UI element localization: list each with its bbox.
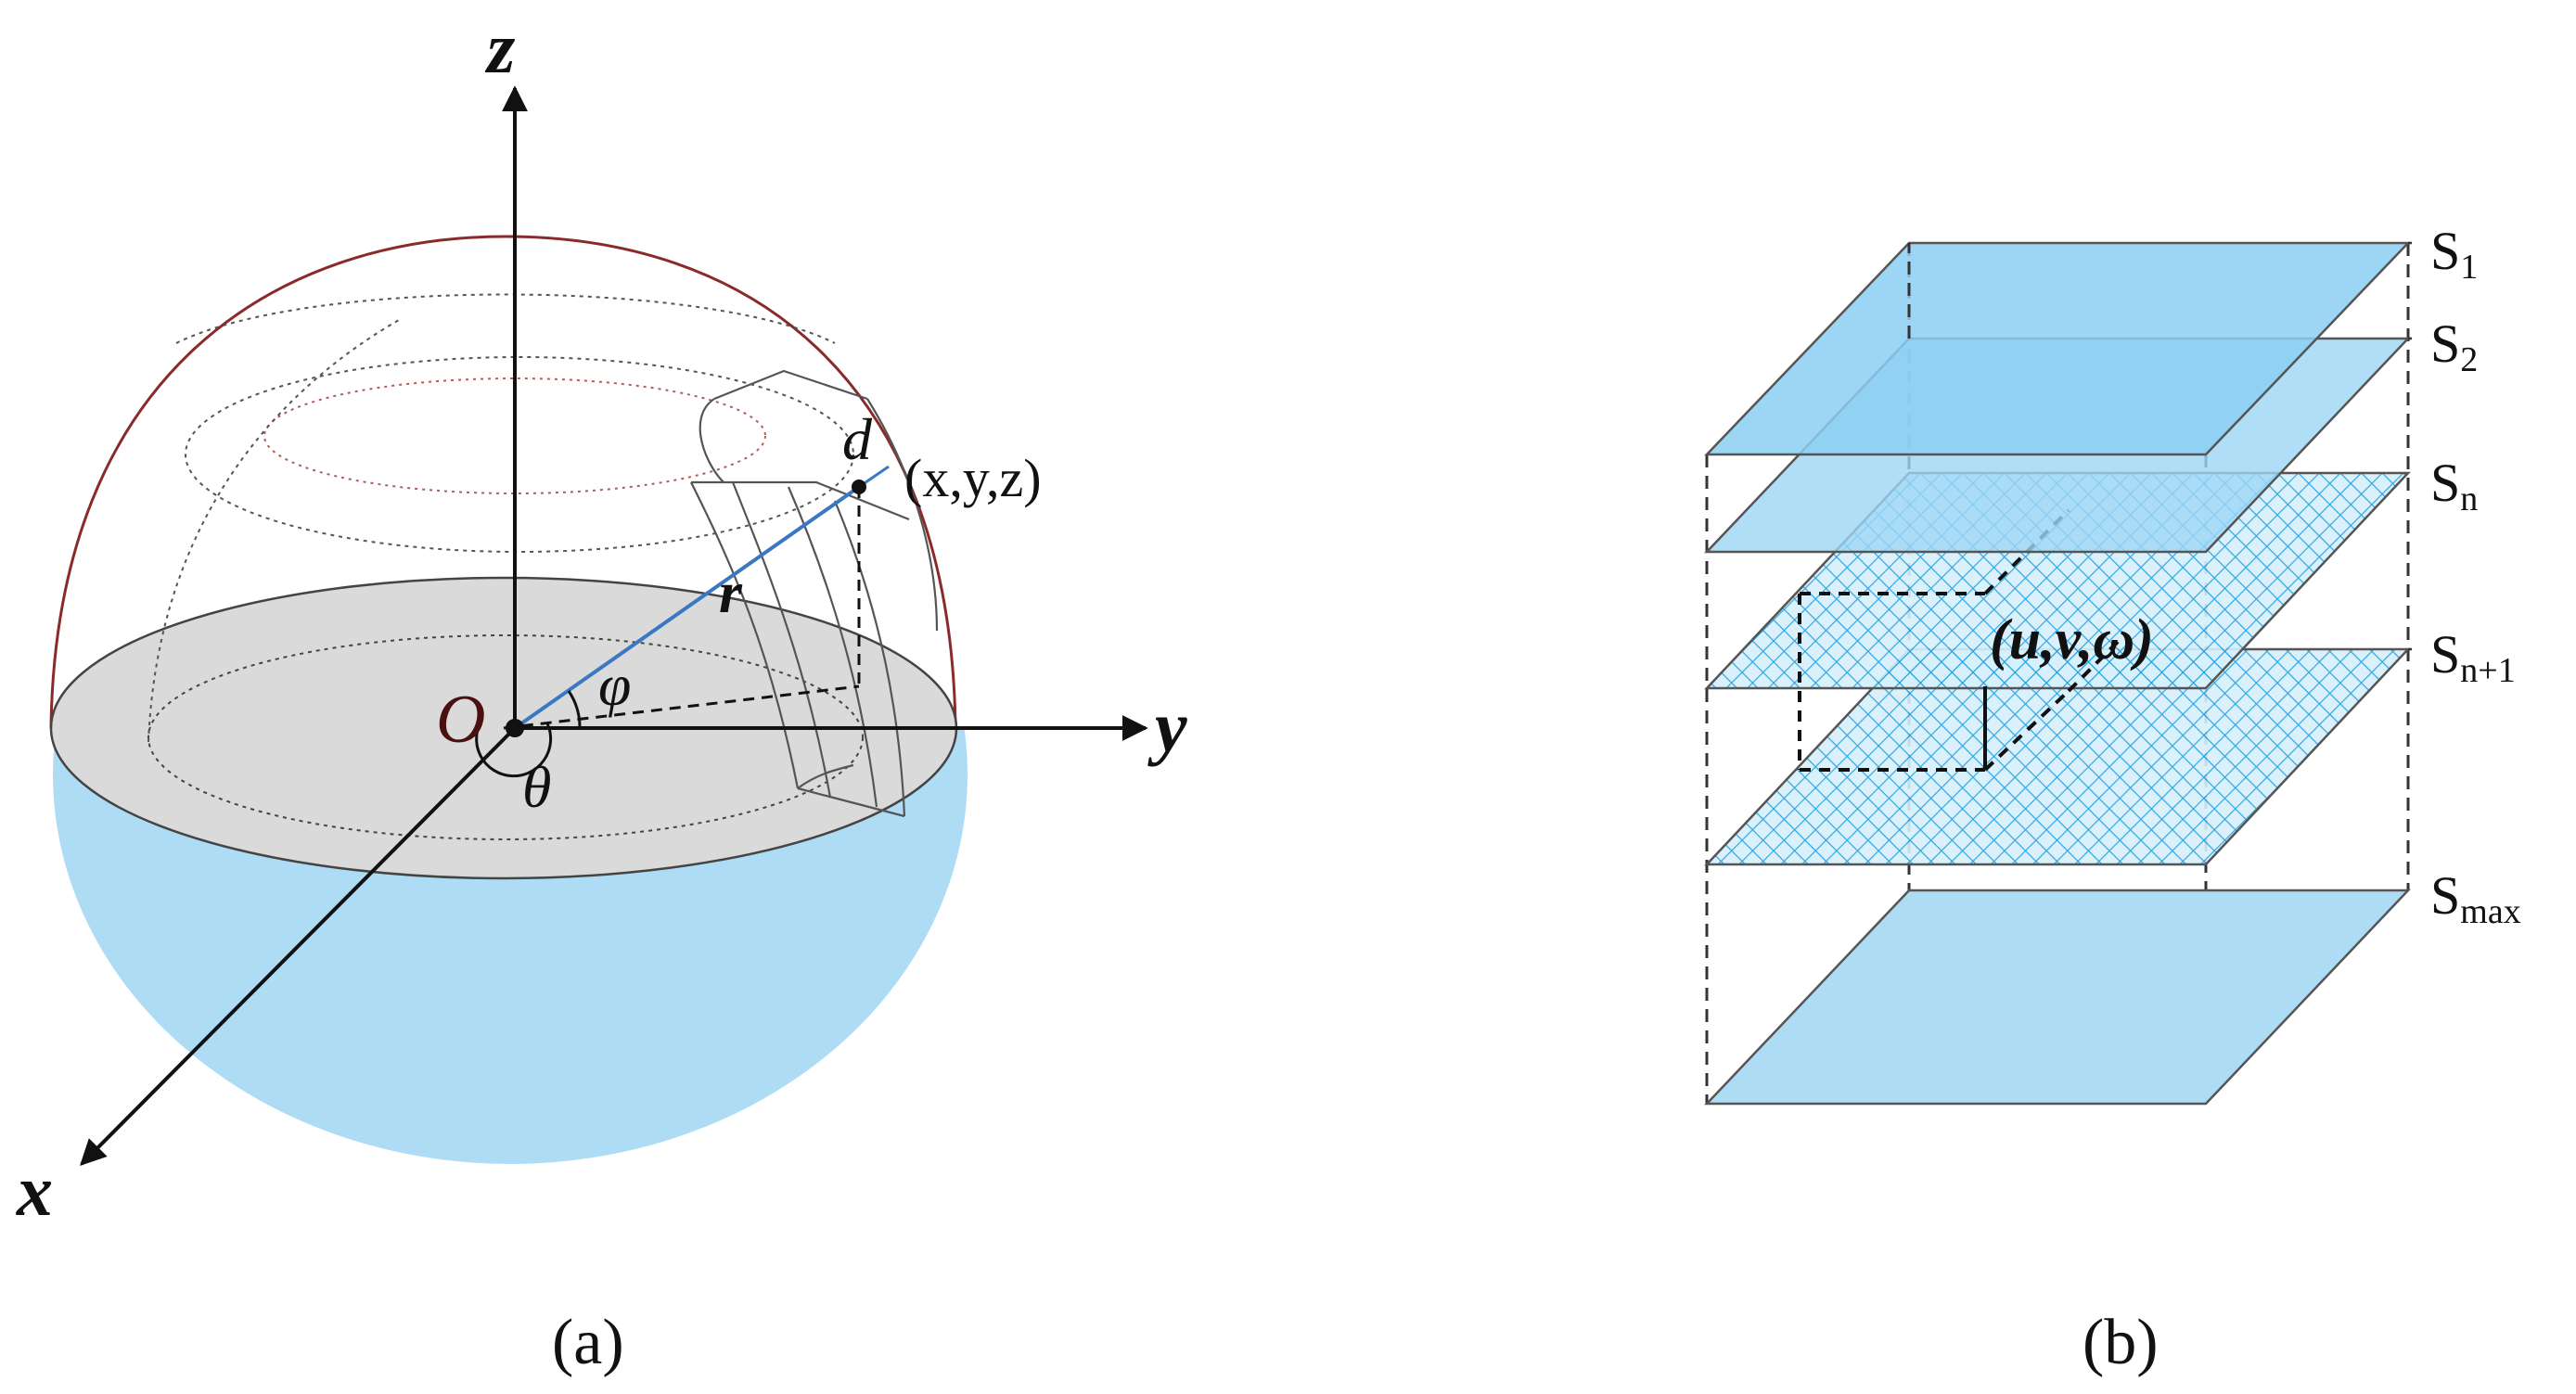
equator-inner-ellipse [147, 634, 864, 840]
layer-smax [1704, 889, 2411, 1106]
label-s2: S2 [2430, 313, 2478, 379]
d-label: d [842, 406, 873, 472]
label-smax: Smax [2430, 865, 2521, 931]
label-sn: Sn [2430, 453, 2478, 518]
caption-a: (a) [552, 1307, 624, 1378]
phi-label: φ [598, 652, 631, 718]
point-coordinates: (x,y,z) [904, 448, 1042, 508]
theta-label: θ [522, 754, 551, 820]
latitude-ellipse-outer [185, 356, 854, 553]
x-axis-label: x [16, 1150, 53, 1231]
label-sn1: Sn+1 [2430, 624, 2516, 690]
radius-line [513, 485, 861, 730]
phi-arc [567, 690, 582, 729]
radius-label: r [719, 559, 743, 625]
meridian-left [147, 319, 400, 743]
theta-arc [475, 718, 553, 778]
panel-a: z y x O r φ θ d (x,y,z) (a) [16, 7, 1187, 1378]
label-s1: S1 [2430, 221, 2478, 287]
origin-dot [506, 719, 524, 737]
point-uvw: (u,v,ω) [1990, 608, 2154, 671]
point-d-dot [852, 480, 866, 494]
projection-horizontal [503, 684, 860, 730]
meridian-top [175, 293, 836, 344]
origin-label: O [436, 682, 485, 758]
caption-b: (b) [2083, 1307, 2159, 1378]
panel-b: (u,v,ω) S1 S2 Sn Sn+1 Smax (b) [1704, 221, 2521, 1378]
sphere-outline [49, 235, 957, 729]
latitude-ellipse-inner [263, 377, 766, 494]
z-axis-label: z [484, 7, 516, 88]
label-leaders [2408, 241, 2412, 651]
volume-element [690, 369, 939, 818]
y-axis-label: y [1147, 686, 1187, 767]
x-axis [80, 726, 517, 1166]
